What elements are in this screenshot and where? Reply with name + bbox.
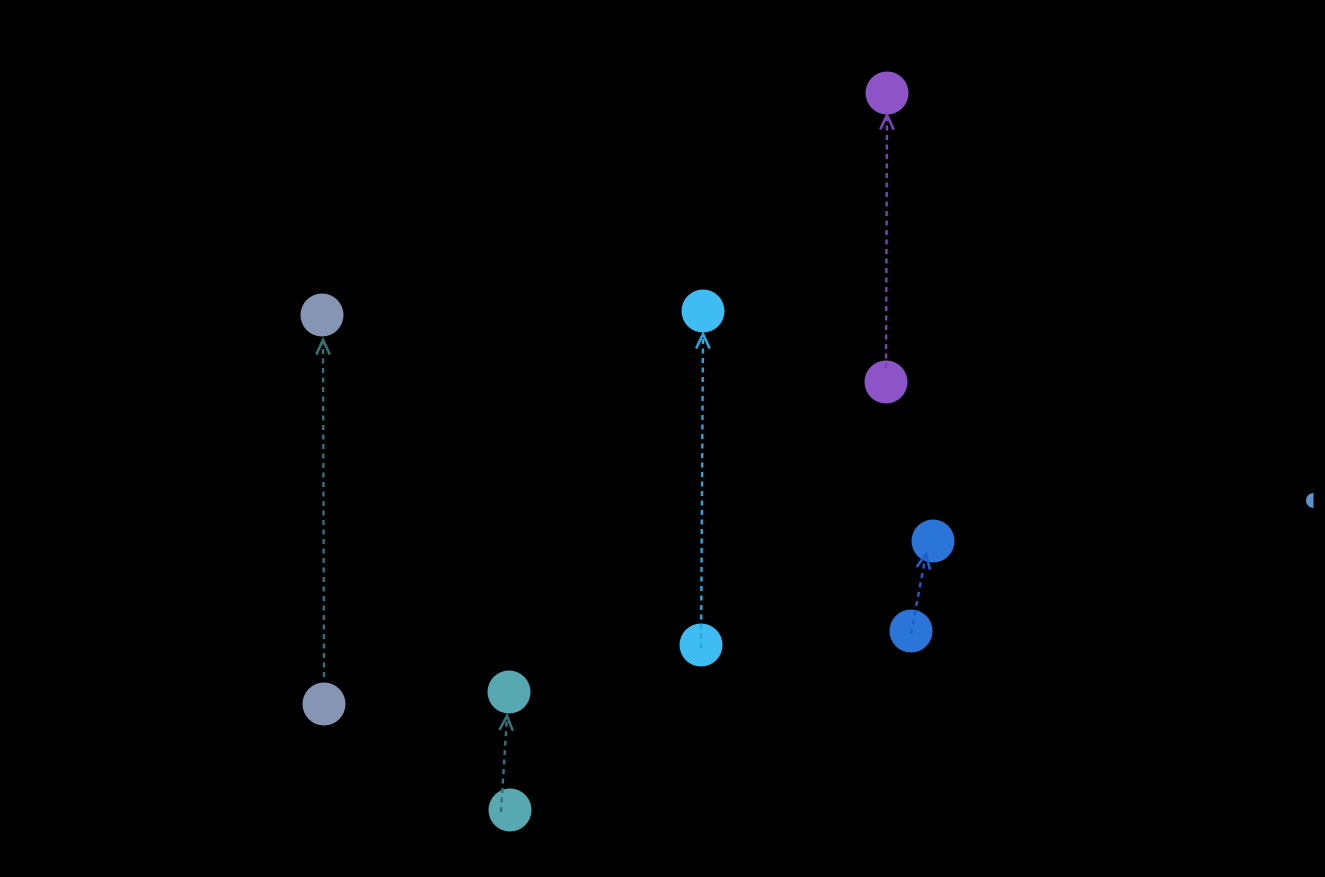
purple-pair-start-point — [864, 360, 908, 404]
teal-pair-arrowhead-icon — [498, 712, 515, 732]
teal-pair-start-point — [488, 788, 532, 832]
cyan-pair-end-point — [681, 289, 725, 333]
slate-pair-end-point — [300, 293, 344, 337]
purple-pair-arrowhead-icon — [879, 111, 895, 131]
blue-pair-arrowhead-icon — [915, 550, 932, 570]
slate-pair-start-point — [302, 682, 346, 726]
cyan-pair-arrowhead-icon — [694, 330, 711, 350]
purple-pair-end-point — [865, 71, 909, 115]
purple-pair-arrow-line — [884, 117, 889, 369]
teal-pair-arrow-line — [499, 718, 509, 813]
clipped-edge-marker — [1306, 493, 1314, 508]
teal-pair-end-point — [487, 670, 531, 714]
cyan-pair-arrow-line — [699, 336, 705, 649]
slate-pair-arrow-line — [321, 342, 326, 678]
blue-pair-end-point — [911, 519, 955, 563]
slate-pair-arrowhead-icon — [315, 336, 331, 356]
blue-pair-arrow-line — [909, 556, 927, 635]
